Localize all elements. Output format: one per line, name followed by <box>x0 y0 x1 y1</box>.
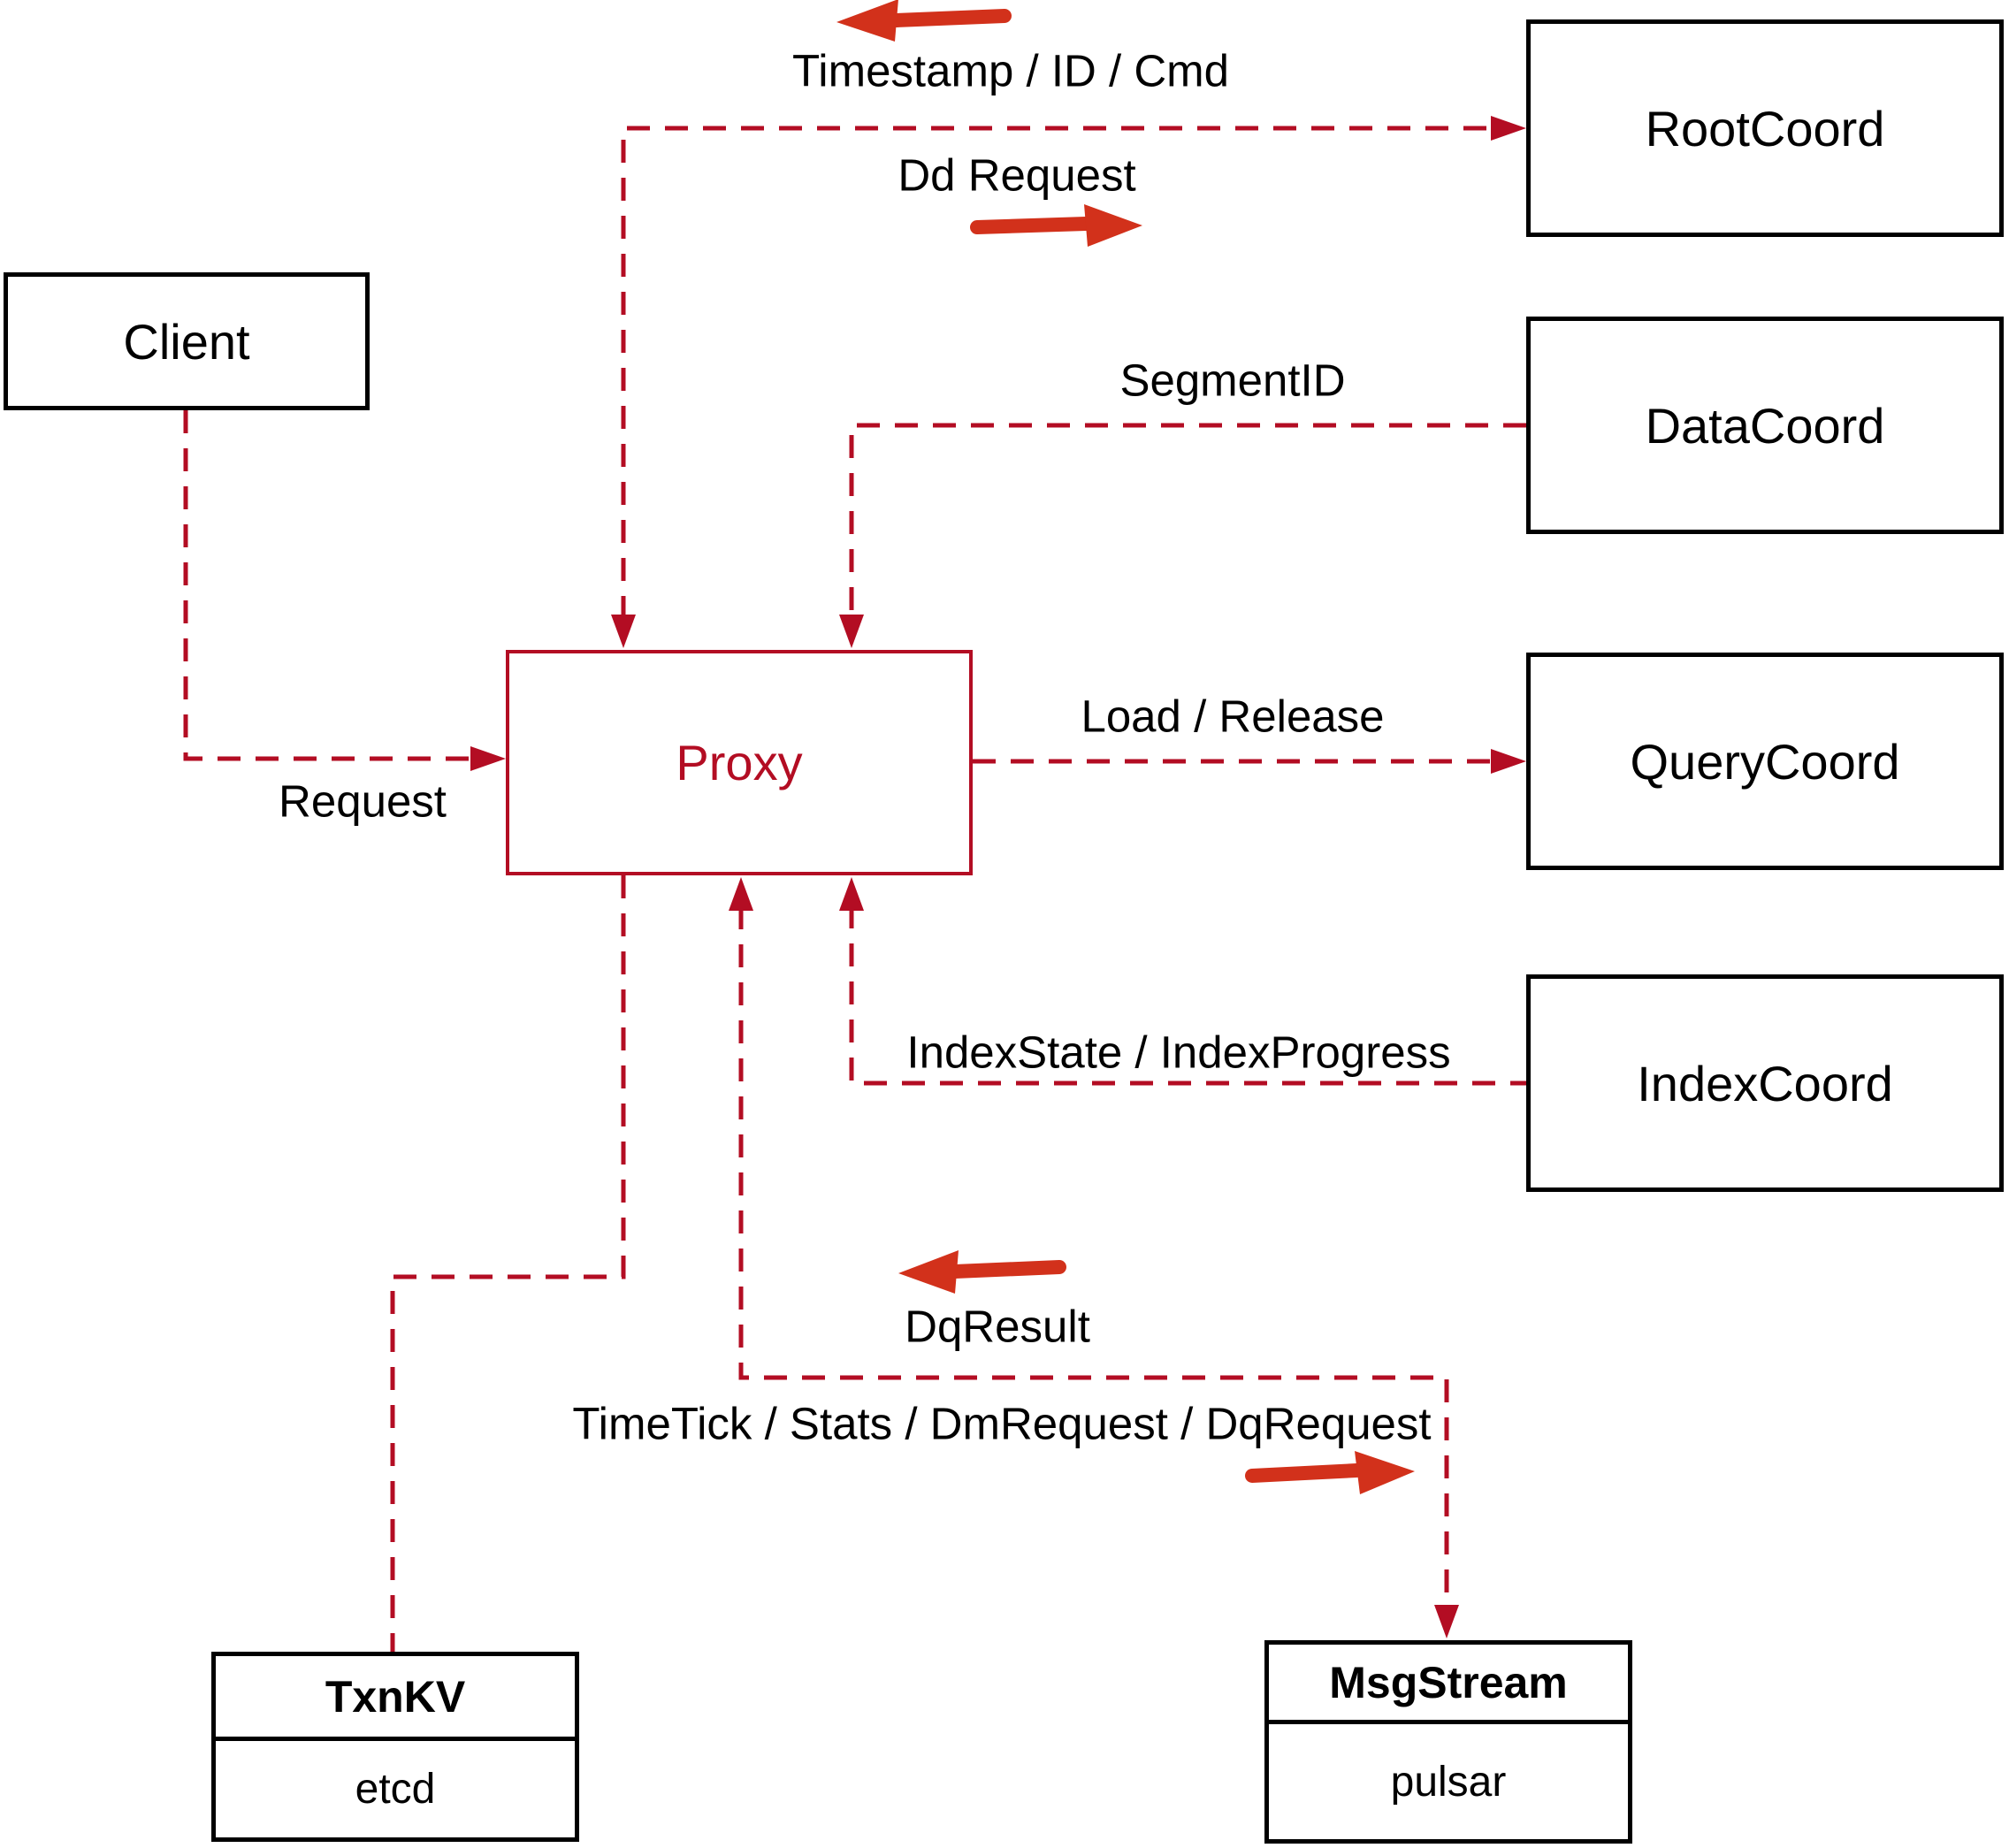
arrowhead-into-proxy-top-right <box>839 615 864 648</box>
arrowhead-into-proxy-bottom-left <box>729 877 753 911</box>
edge-label-dqresult: DqResult <box>905 1301 1090 1352</box>
edge-label-request: Request <box>279 775 447 827</box>
edge-datacoord-proxy <box>849 423 1526 619</box>
edge-proxy-txnkv <box>390 875 626 1652</box>
client-node: Client <box>4 272 370 410</box>
rootcoord-node: RootCoord <box>1526 19 2004 237</box>
txnkv-impl: etcd <box>355 1766 436 1813</box>
rootcoord-label: RootCoord <box>1645 100 1885 157</box>
edge-indexcoord-proxy <box>849 906 1533 1086</box>
arrowhead-into-proxy-left <box>470 746 506 771</box>
txnkv-node: TxnKV etcd <box>211 1652 579 1842</box>
proxy-label: Proxy <box>676 735 803 790</box>
edge-label-load-release: Load / Release <box>1081 691 1385 742</box>
datacoord-node: DataCoord <box>1526 317 2004 534</box>
indexcoord-node: IndexCoord <box>1526 974 2004 1192</box>
indexcoord-label: IndexCoord <box>1637 1055 1893 1111</box>
edge-label-dd-request: Dd Request <box>898 149 1136 201</box>
flow-arrow-ddrequest-right <box>970 204 1142 247</box>
arrowhead-into-querycoord <box>1491 749 1526 774</box>
edge-label-timestamp-id-cmd: Timestamp / ID / Cmd <box>791 45 1230 96</box>
client-label: Client <box>123 313 250 370</box>
datacoord-label: DataCoord <box>1645 397 1885 454</box>
querycoord-node: QueryCoord <box>1526 653 2004 870</box>
querycoord-label: QueryCoord <box>1630 733 1900 790</box>
edge-proxy-rootcoord <box>621 126 1496 619</box>
proxy-node: Proxy <box>506 650 973 875</box>
arrowhead-into-proxy-bottom-right <box>839 877 864 911</box>
arrowhead-into-msgstream <box>1434 1605 1459 1638</box>
edge-label-segmentid: SegmentID <box>1119 355 1346 406</box>
msgstream-title: MsgStream <box>1269 1645 1628 1724</box>
arrowhead-into-rootcoord <box>1491 116 1526 141</box>
msgstream-impl: pulsar <box>1390 1758 1507 1806</box>
msgstream-node: MsgStream pulsar <box>1264 1640 1632 1844</box>
edge-client-proxy <box>183 410 476 761</box>
edge-label-timetick-stats-dmrequest-dqrequest: TimeTick / Stats / DmRequest / DqRequest <box>572 1398 1432 1449</box>
edge-label-indexstate-indexprogress: IndexState / IndexProgress <box>906 1027 1451 1078</box>
flow-arrow-timetick-right <box>1245 1451 1415 1494</box>
txnkv-title: TxnKV <box>216 1656 575 1741</box>
flow-arrow-timestamp-left <box>836 0 1012 42</box>
flow-arrow-dqresult-left <box>898 1250 1066 1294</box>
edge-proxy-msgstream <box>738 906 1449 1609</box>
arrowhead-into-proxy-top-left <box>611 615 636 648</box>
